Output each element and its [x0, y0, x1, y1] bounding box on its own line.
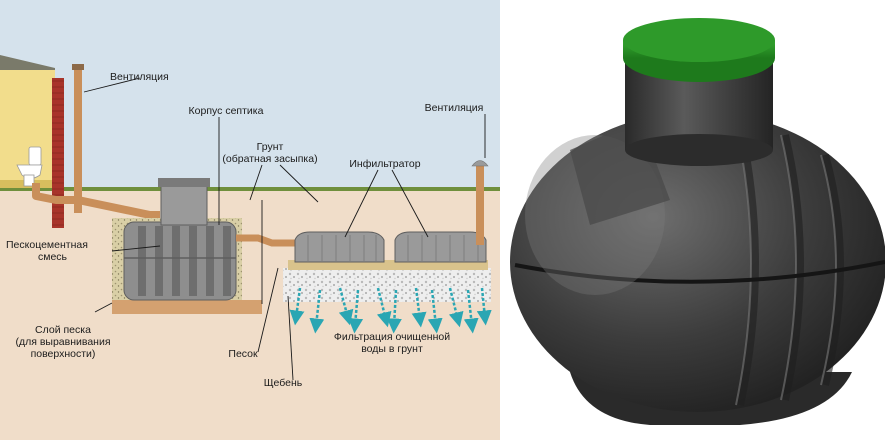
infiltrator-1	[294, 231, 385, 263]
label-filtration-line1: Фильтрация очищенной	[334, 331, 450, 343]
label-soil-line2: (обратная засыпка)	[222, 153, 317, 165]
sand-bed	[288, 260, 488, 270]
house	[0, 55, 64, 228]
outlet-pipe	[236, 234, 300, 247]
grass-line	[0, 187, 500, 191]
sewer-pipe	[32, 183, 160, 219]
filtration-arrows	[289, 287, 492, 334]
label-gravel: Щебень	[264, 377, 303, 389]
infiltrator-2	[394, 231, 487, 263]
label-septic-body: Корпус септика	[189, 105, 264, 117]
leader-lines	[83, 77, 486, 381]
label-vent-right: Вентиляция	[425, 102, 484, 114]
vent-pipe-right	[476, 165, 484, 245]
label-sand-cement-line1: Пескоцементная	[6, 239, 88, 251]
label-sand-layer-line2: (для выравнивания	[15, 336, 110, 348]
sky	[0, 0, 500, 190]
label-filtration-line2: воды в грунт	[361, 343, 423, 355]
tank-seam	[514, 260, 885, 284]
tank-lid	[623, 18, 775, 62]
vent-pipe-left	[74, 68, 82, 213]
label-infiltrator: Инфильтратор	[349, 158, 420, 170]
toilet-icon	[16, 146, 43, 187]
label-sand: Песок	[228, 348, 258, 360]
septic-system-diagram: Вентиляция Корпус септика Грунт (обратна…	[0, 0, 500, 440]
label-sand-layer-line1: Слой песка	[35, 324, 91, 336]
label-soil-line1: Грунт	[257, 141, 284, 153]
label-sand-cement-line2: смесь	[38, 251, 68, 263]
septic-tank	[123, 178, 237, 301]
label-sand-layer-line3: поверхности)	[31, 348, 96, 360]
ground	[0, 190, 500, 440]
label-vent-left: Вентиляция	[110, 71, 169, 83]
gravel-bed	[283, 268, 491, 302]
chimney-wall	[52, 78, 64, 228]
septic-tank-render	[510, 18, 885, 425]
sand-layer	[112, 300, 262, 314]
